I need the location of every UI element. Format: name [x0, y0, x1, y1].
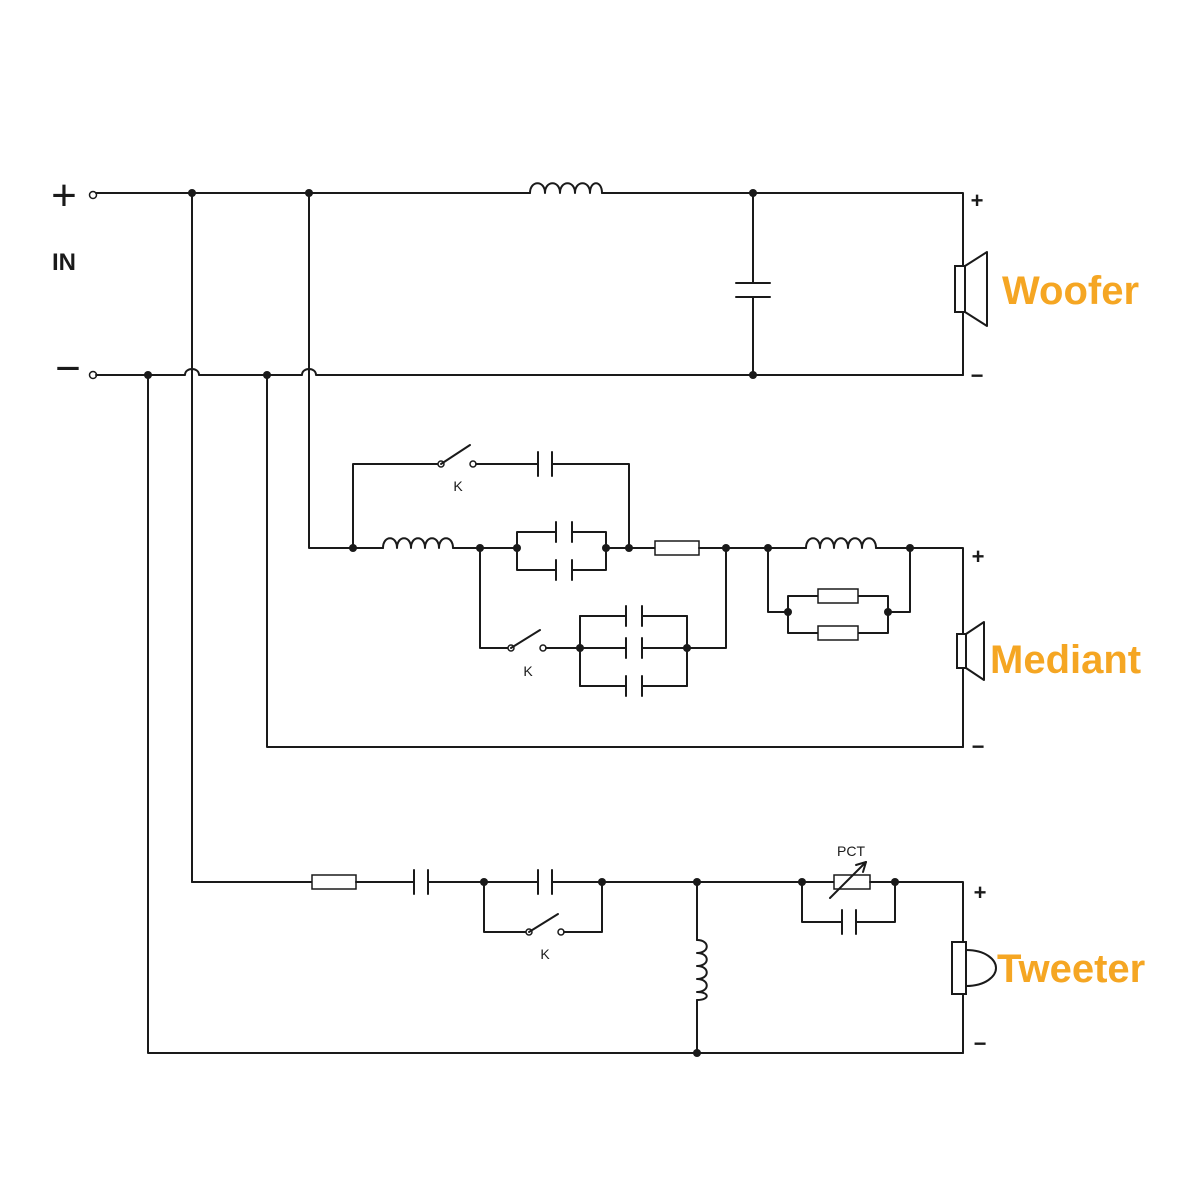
tweeter-plus-label: +: [974, 880, 987, 905]
mediant-series-capacitor: [537, 451, 553, 477]
tweeter-series-capacitor: [413, 869, 429, 895]
tweeter-section: K PCT + − Tweeter: [191, 843, 1145, 1057]
mediant-resistor: [654, 540, 700, 556]
input-minus-symbol: −: [55, 344, 81, 393]
input-plus-terminal: [88, 190, 98, 200]
mediant-label: Mediant: [990, 638, 1141, 682]
switch-k3-icon: [528, 913, 559, 933]
tweeter-capacitor-2: [537, 869, 553, 895]
tweeter-label: Tweeter: [997, 947, 1145, 991]
mediant-speaker-icon: [956, 595, 985, 748]
woofer-capacitor: [735, 282, 771, 298]
woofer-plus-wire: [601, 192, 964, 231]
tweeter-shunt-inductor: [696, 939, 708, 1001]
mediant-resistor-parallel-1: [817, 588, 859, 604]
switch-k3-label: K: [540, 946, 550, 962]
mediant-capacitor-triple: [625, 605, 643, 697]
mediant-section: K K: [349, 444, 1141, 759]
woofer-plus-label: +: [971, 188, 984, 213]
mediant-feed-wire: [308, 192, 354, 549]
tweeter-speaker-icon: [951, 941, 997, 1054]
switch-k2-icon: [510, 629, 541, 649]
minus-rail: [95, 368, 964, 376]
woofer-section: + − Woofer: [95, 182, 1139, 388]
woofer-speaker-icon: [954, 229, 988, 376]
mediant-inductor-2: [805, 537, 877, 549]
input-plus-symbol: +: [51, 171, 77, 220]
tweeter-return-wire: [147, 374, 964, 1054]
mediant-inductor-1: [382, 537, 454, 549]
woofer-minus-label: −: [971, 363, 984, 388]
mediant-minus-label: −: [972, 734, 985, 759]
mediant-plus-label: +: [972, 544, 985, 569]
mediant-return-wire: [266, 374, 964, 748]
input-label: IN: [52, 249, 76, 276]
tweeter-bypass-capacitor: [841, 909, 857, 935]
pct-label: PCT: [837, 843, 865, 859]
tweeter-minus-label: −: [974, 1031, 987, 1056]
woofer-label: Woofer: [1002, 269, 1139, 313]
tweeter-resistor: [311, 874, 357, 890]
mediant-capacitor-bank: [555, 521, 573, 581]
switch-k2-label: K: [523, 663, 533, 679]
mediant-resistor-parallel-2: [817, 625, 859, 641]
switch-k1-label: K: [453, 478, 463, 494]
woofer-inductor: [529, 182, 603, 194]
switch-k1-icon: [440, 444, 471, 465]
